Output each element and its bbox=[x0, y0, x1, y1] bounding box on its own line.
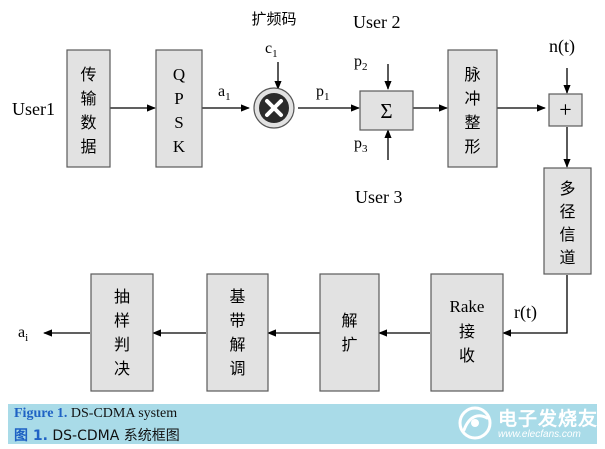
watermark-logo-icon bbox=[458, 406, 492, 440]
label-output-ai: ai bbox=[18, 324, 28, 344]
caption-english-text: DS-CDMA system bbox=[70, 406, 178, 421]
label-user3: User 3 bbox=[355, 187, 403, 207]
label-spreading-code: 扩频码 bbox=[251, 10, 296, 28]
block-baseband-demod-char: 基 bbox=[229, 287, 245, 306]
block-pulse-shaping: 脉 冲 整 形 bbox=[447, 49, 498, 168]
block-sampling-decision-char: 决 bbox=[114, 359, 130, 378]
caption-english: Figure 1. DS-CDMA system bbox=[14, 406, 177, 422]
arrow-channel-to-rake bbox=[502, 275, 568, 337]
label-user2: User 2 bbox=[353, 12, 401, 32]
block-pulse-shaping-char: 脉 bbox=[464, 65, 480, 84]
label-user1: User1 bbox=[12, 99, 55, 119]
label-a1: a1 bbox=[218, 83, 231, 103]
label-p1: p1 bbox=[316, 83, 330, 103]
block-qpsk-char: K bbox=[173, 137, 186, 156]
connectors bbox=[43, 62, 571, 337]
caption-chinese: 图 1. DS-CDMA 系统框图 bbox=[14, 425, 180, 445]
label-p3: p3 bbox=[354, 135, 368, 155]
block-qpsk-char: P bbox=[174, 89, 183, 108]
block-qpsk: Q P S K bbox=[155, 49, 203, 168]
block-rake-receiver-label: Rake bbox=[450, 297, 485, 316]
figure-caption: Figure 1. DS-CDMA system 图 1. DS-CDMA 系统… bbox=[8, 404, 597, 444]
block-baseband-demod: 基 带 解 调 bbox=[206, 273, 269, 392]
block-data-transmission-char: 输 bbox=[80, 89, 96, 108]
block-rake-receiver-char: 收 bbox=[459, 346, 475, 365]
summation-block: Σ bbox=[359, 90, 414, 131]
block-baseband-demod-char: 解 bbox=[229, 335, 245, 354]
watermark-title: 电子发烧友 bbox=[498, 408, 599, 430]
label-noise: n(t) bbox=[549, 36, 575, 57]
block-multipath-channel-char: 径 bbox=[559, 202, 575, 221]
watermark-url: www.elecfans.com bbox=[498, 429, 581, 440]
block-rake-receiver-char: 接 bbox=[459, 322, 475, 341]
label-received-signal: r(t) bbox=[514, 302, 537, 323]
plus-symbol: + bbox=[559, 97, 571, 122]
label-p2: p2 bbox=[354, 53, 368, 73]
ds-cdma-block-diagram: 传 输 数 据 Q P S K 脉 冲 整 形 多 径 信 道 bbox=[12, 10, 592, 392]
block-qpsk-char: S bbox=[174, 113, 183, 132]
block-multipath-channel-char: 多 bbox=[559, 179, 575, 198]
caption-english-label: Figure 1. bbox=[14, 406, 68, 421]
block-data-transmission-char: 数 bbox=[80, 113, 96, 132]
block-despread: 解 扩 bbox=[319, 273, 380, 392]
mixer-multiply-icon bbox=[253, 87, 295, 129]
block-baseband-demod-char: 带 bbox=[229, 311, 245, 330]
block-data-transmission-char: 据 bbox=[80, 137, 96, 156]
block-multipath-channel-char: 信 bbox=[559, 225, 575, 244]
label-c1: c1 bbox=[265, 40, 278, 60]
watermark: 电子发烧友 www.elecfans.com bbox=[452, 402, 602, 444]
noise-adder-block: + bbox=[548, 93, 583, 127]
block-sampling-decision-char: 抽 bbox=[114, 287, 130, 306]
block-multipath-channel: 多 径 信 道 bbox=[543, 167, 592, 275]
sigma-symbol: Σ bbox=[380, 99, 392, 123]
caption-chinese-label: 图 1. bbox=[14, 428, 48, 444]
block-pulse-shaping-char: 整 bbox=[464, 113, 480, 132]
block-pulse-shaping-char: 冲 bbox=[464, 89, 480, 108]
block-data-transmission: 传 输 数 据 bbox=[66, 49, 111, 168]
block-sampling-decision-char: 判 bbox=[114, 335, 130, 354]
block-despread-char: 扩 bbox=[341, 335, 357, 354]
block-multipath-channel-char: 道 bbox=[559, 248, 575, 267]
block-pulse-shaping-char: 形 bbox=[464, 137, 480, 156]
block-data-transmission-char: 传 bbox=[80, 65, 96, 84]
block-baseband-demod-char: 调 bbox=[229, 359, 245, 378]
block-despread-char: 解 bbox=[341, 311, 357, 330]
block-sampling-decision: 抽 样 判 决 bbox=[90, 273, 154, 392]
block-rake-receiver: Rake 接 收 bbox=[430, 273, 504, 392]
block-sampling-decision-char: 样 bbox=[114, 311, 130, 330]
block-qpsk-char: Q bbox=[173, 65, 185, 84]
caption-chinese-text: DS-CDMA 系统框图 bbox=[52, 428, 180, 444]
